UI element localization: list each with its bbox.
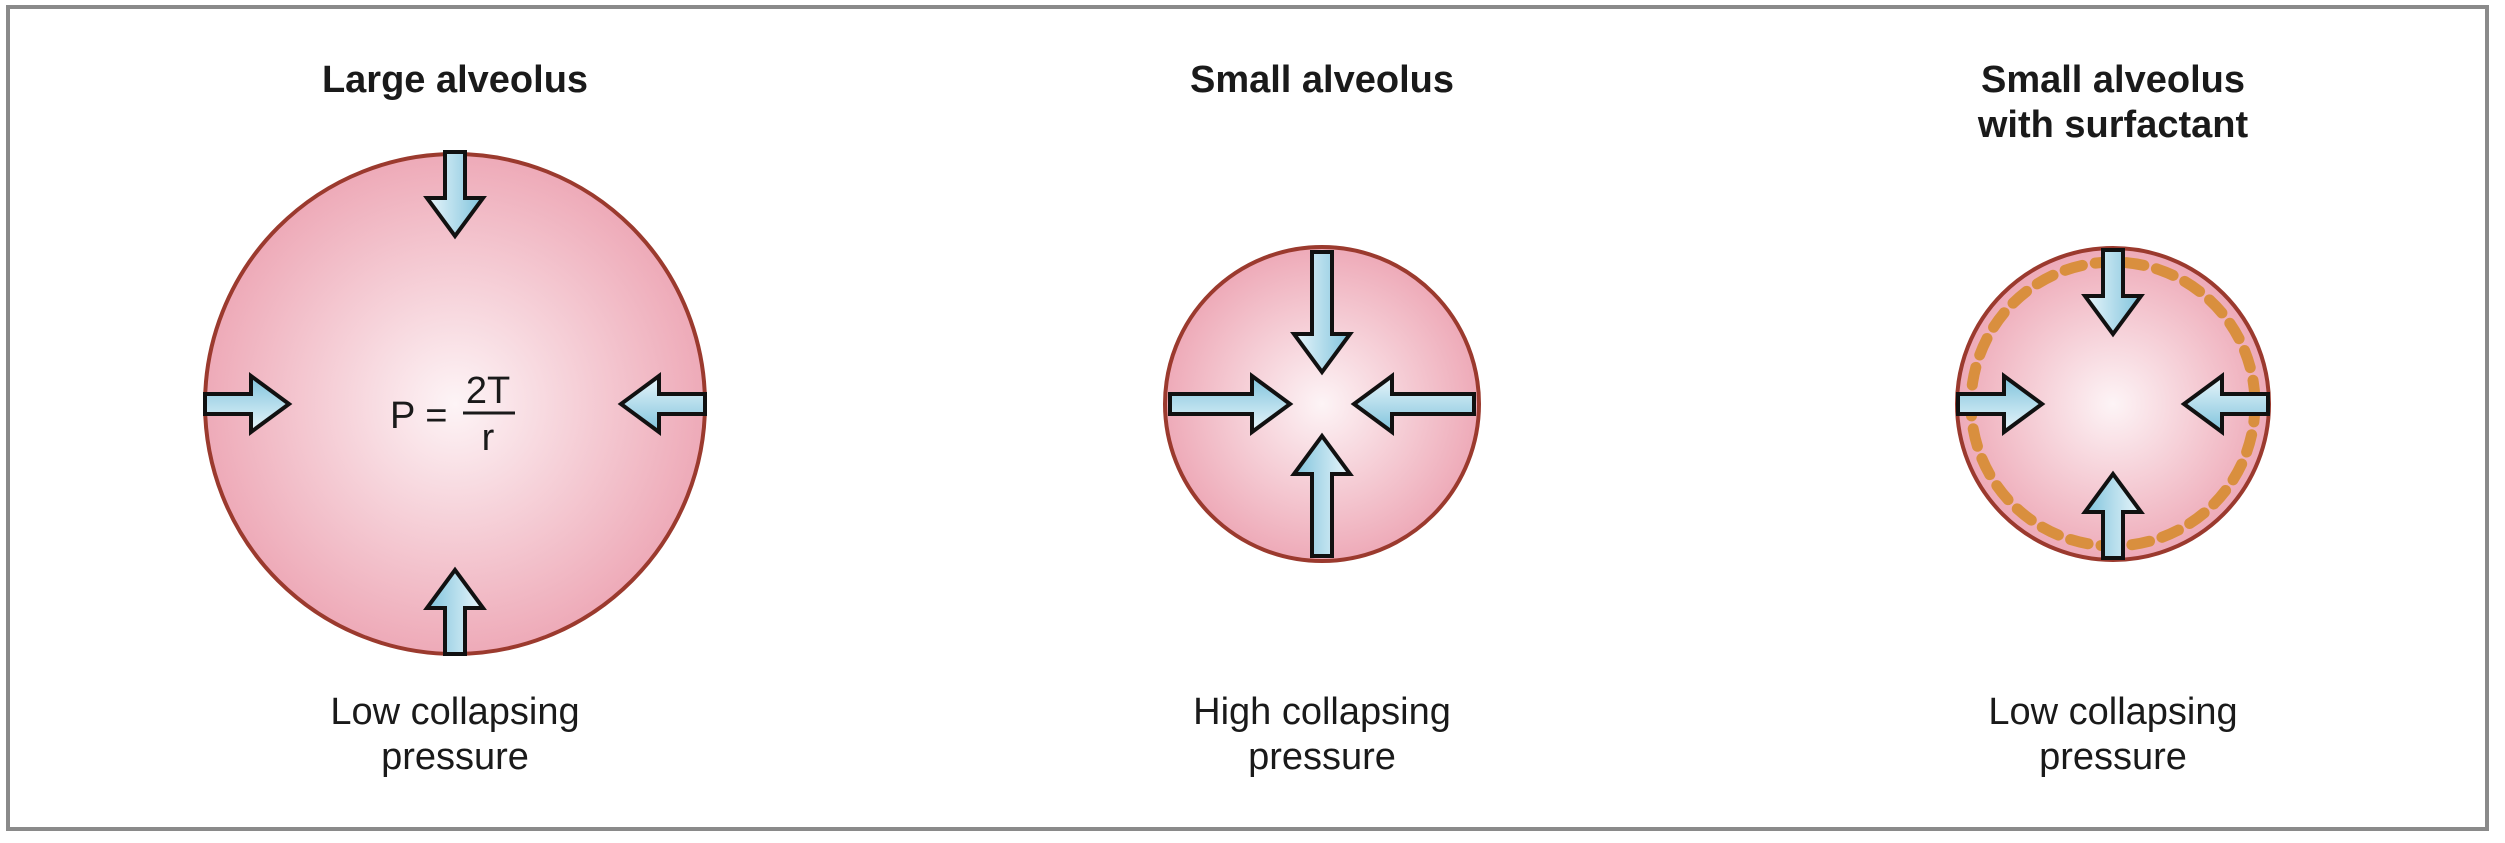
inward-pressure-arrow-icon	[2180, 372, 2270, 436]
caption-line: Low collapsing	[330, 691, 580, 733]
caption-line: High collapsing	[1193, 691, 1451, 733]
panel-caption: High collapsing pressure	[922, 690, 1722, 780]
panel-title: Small alveolus with surfactant	[1713, 58, 2505, 148]
caption-line: pressure	[1248, 736, 1396, 778]
inward-pressure-arrow-icon	[617, 372, 707, 436]
inward-pressure-arrow-icon	[2081, 248, 2145, 338]
panel-caption: Low collapsing pressure	[55, 690, 855, 780]
inward-pressure-arrow-icon	[1290, 432, 1354, 558]
panel-title: Small alveolus	[922, 58, 1722, 103]
title-line: Small alveolus	[1980, 59, 2245, 101]
large-alveolus-diagram: P = 2T r	[203, 150, 707, 656]
caption-line: pressure	[2039, 736, 2187, 778]
alveolus-circle	[1163, 245, 1481, 563]
inward-pressure-arrow-icon	[423, 566, 487, 656]
panel-small-alveolus-surfactant: Small alveolus with surfactant	[1713, 0, 2505, 843]
surfactant-alveolus-diagram	[1955, 246, 2271, 562]
title-line: Small alveolus	[1189, 59, 1454, 101]
inward-pressure-arrow-icon	[1168, 372, 1294, 436]
panel-large-alveolus: Large alveolus	[55, 0, 855, 843]
caption-line: pressure	[381, 736, 529, 778]
panel-title: Large alveolus	[55, 58, 855, 103]
equation-numerator: 2T	[466, 370, 510, 412]
title-line: Large alveolus	[321, 59, 589, 101]
panel-caption: Low collapsing pressure	[1713, 690, 2505, 780]
equation-denominator: r	[482, 417, 495, 459]
inward-pressure-arrow-icon	[203, 372, 293, 436]
inward-pressure-arrow-icon	[423, 150, 487, 240]
caption-line: Low collapsing	[1988, 691, 2238, 733]
small-alveolus-diagram	[1163, 245, 1481, 563]
laplace-equation: P = 2T r	[390, 370, 515, 459]
inward-pressure-arrow-icon	[1290, 250, 1354, 376]
equation-lhs: P =	[390, 395, 447, 437]
title-line: with surfactant	[1977, 104, 2249, 146]
inward-pressure-arrow-icon	[1956, 372, 2046, 436]
inward-pressure-arrow-icon	[2081, 470, 2145, 560]
inward-pressure-arrow-icon	[1350, 372, 1476, 436]
panel-small-alveolus: Small alveolus High collapsing pr	[922, 0, 1722, 843]
figure-frame	[6, 5, 2489, 831]
